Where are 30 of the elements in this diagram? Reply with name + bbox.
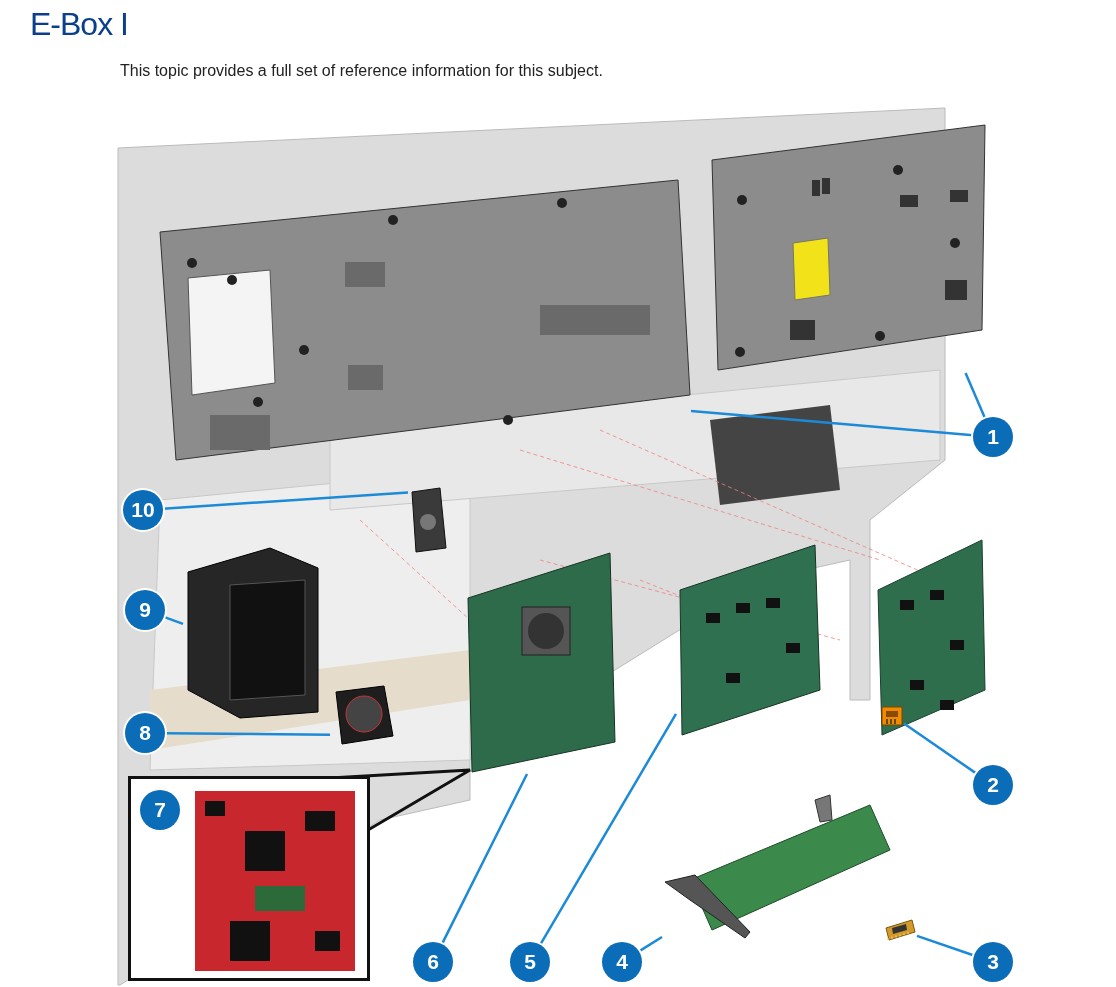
leader-line: [440, 773, 529, 945]
leader-line: [903, 722, 978, 775]
connector-drawing: [880, 705, 904, 727]
callout-number: 4: [602, 942, 642, 982]
leader-line: [162, 491, 409, 510]
expansion-card-drawing: [662, 795, 892, 940]
callout-number: 1: [973, 417, 1013, 457]
callout-number: 6: [413, 942, 453, 982]
callout-number: 10: [123, 490, 163, 530]
callout-number: 9: [125, 590, 165, 630]
circuit-board-drawing: [676, 543, 824, 738]
callout-number: 3: [973, 942, 1013, 982]
leader-line: [916, 934, 975, 957]
callout-number: 5: [510, 942, 550, 982]
leader-line: [638, 935, 663, 953]
leader-line: [964, 372, 987, 420]
page-title: E-Box I: [30, 6, 128, 43]
leader-line: [539, 713, 678, 946]
leader-line: [165, 731, 330, 737]
circuit-board-drawing: [195, 791, 355, 971]
leader-line: [163, 615, 184, 625]
callout-number: 2: [973, 765, 1013, 805]
cover-panel-drawing: [158, 178, 691, 462]
callout-number: 8: [125, 713, 165, 753]
inset-frame: [128, 776, 370, 981]
intro-text: This topic provides a full set of reference information for this subject.: [120, 62, 603, 80]
callout-number: 7: [140, 790, 180, 830]
leader-line: [690, 409, 974, 437]
memory-card-drawing: [883, 918, 917, 942]
hard-disk-drawing: [408, 486, 450, 554]
